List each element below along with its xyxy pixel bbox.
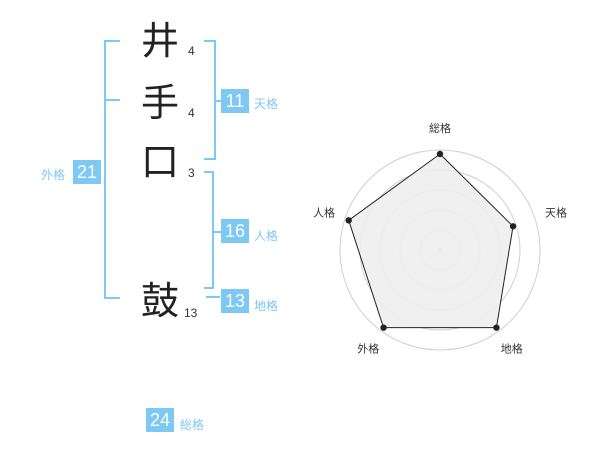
tenkaku-bracket-top [204,40,216,42]
tenkaku-value: 11 [221,89,249,113]
radar-polygon [348,153,514,329]
radar-points [345,150,517,331]
jinkaku-bracket-bottom [204,287,214,289]
radar-label-2: 地格 [501,342,523,356]
tenkaku-bracket-bottom [204,158,216,160]
jinkaku-value: 16 [221,219,249,243]
radar-label-0: 総格 [429,121,451,135]
radar-label-4: 人格 [313,205,335,219]
gaikaku-bracket-bottom [104,297,120,299]
tenkaku-label: 天格 [254,97,279,111]
radar-label-1: 天格 [545,205,567,219]
soukaku-value: 24 [146,408,174,432]
stroke-count-3: 3 [188,166,195,180]
radar-point-1 [509,223,517,230]
gaikaku-bracket-top [104,40,120,42]
chikaku-value: 13 [221,289,249,313]
gaikaku-bracket-vertical [104,40,106,299]
jinkaku-bracket-top [204,171,214,173]
gaikaku-bracket-mid [104,99,120,101]
soukaku-label: 総格 [180,418,205,432]
radar-point-0 [436,150,444,158]
radar-point-4 [345,217,352,224]
name-char-1: 井 [141,19,180,63]
name-char-3: 口 [141,140,180,184]
name-char-2: 手 [141,81,180,125]
stroke-count-2: 4 [188,106,195,120]
chikaku-connector [206,296,220,298]
jinkaku-label: 人格 [254,229,279,243]
radar-point-3 [380,324,387,331]
stroke-count-1: 4 [188,44,195,58]
gaikaku-label: 外格 [41,168,66,182]
radar-point-2 [493,324,500,331]
radar-label-3: 外格 [357,342,379,356]
name-char-4: 鼓 [141,279,180,323]
gaikaku-value: 21 [73,160,101,184]
jinkaku-connector [212,231,222,233]
stroke-count-4: 13 [184,306,198,320]
tenkaku-connector [214,100,222,102]
chikaku-label: 地格 [254,299,279,313]
jinkaku-bracket-vertical [212,171,214,289]
